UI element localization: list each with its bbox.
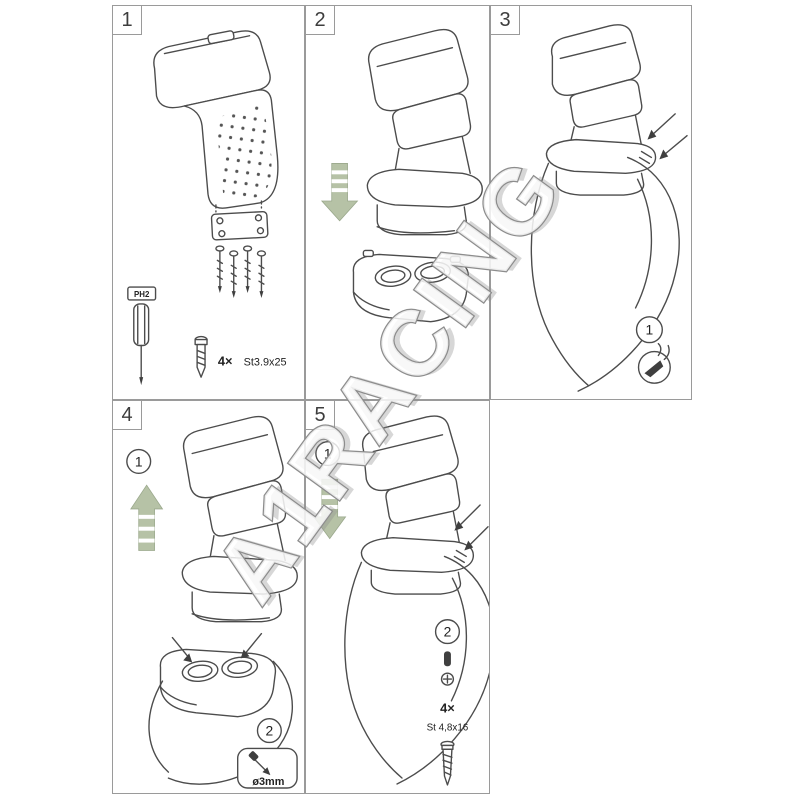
panel-1-drawing: PH2 4× St3.9x25 <box>127 30 287 386</box>
panel-number: 4 <box>121 403 133 426</box>
drill-size-label: ø3mm <box>252 776 284 788</box>
panel-number-box: 4 <box>113 401 142 430</box>
pointer-arrows <box>454 504 489 551</box>
up-arrow-icon <box>130 484 164 551</box>
step-2-badge: 2 <box>256 718 282 744</box>
panel-4-drawing: 1 <box>126 415 298 789</box>
panel-number-box: 2 <box>306 6 335 35</box>
quantity-label: 4× <box>218 353 233 368</box>
step-1-number: 1 <box>646 322 654 338</box>
mount-plate-drawing <box>210 210 269 241</box>
armrest-drawing <box>181 415 298 623</box>
step-2-number: 2 <box>266 723 274 739</box>
panel-number-box: 1 <box>113 6 142 35</box>
step-1-number: 1 <box>135 453 143 469</box>
armrest-drawing <box>366 28 483 236</box>
panel-number-box: 3 <box>491 6 520 35</box>
screw-spec-label: St3.9x25 <box>244 356 287 368</box>
screws-drawing <box>215 245 267 298</box>
screw-spec-label: St 4,8x16 <box>427 723 469 734</box>
panel-step-1: 1 <box>112 5 305 400</box>
panel-step-3: 3 <box>490 5 692 400</box>
pointer-arrows <box>647 113 688 160</box>
click-action-icon <box>637 342 671 384</box>
panel-number: 2 <box>314 8 326 31</box>
panel-number: 3 <box>499 8 511 31</box>
drill-callout: ø3mm <box>237 747 298 789</box>
panel-step-2: 2 <box>305 5 490 400</box>
step-1-badge: 1 <box>635 316 663 344</box>
console-bracket-drawing <box>159 648 277 718</box>
step-1-badge: 1 <box>126 448 152 474</box>
down-arrow-icon <box>320 163 359 222</box>
step-1-badge: 1 <box>315 441 341 467</box>
screw-bit-icon <box>440 651 455 686</box>
screw-icon <box>440 740 455 786</box>
screwdriver-drawing: PH2 <box>127 286 157 386</box>
panel-number: 1 <box>121 8 133 31</box>
panel-step-5: 5 1 <box>305 400 490 794</box>
panel-number: 5 <box>314 403 326 426</box>
screwdriver-label: PH2 <box>134 290 150 299</box>
panel-step-4: 4 1 <box>112 400 305 794</box>
pointer-arrows <box>171 632 263 663</box>
panel-2-drawing <box>320 28 483 323</box>
console-bracket-drawing <box>352 249 469 323</box>
screw-icon <box>194 335 208 378</box>
step-1-number: 1 <box>324 446 332 462</box>
step-2-badge: 2 <box>434 619 461 645</box>
armrest-drawing <box>153 30 279 213</box>
panel-5-drawing: 1 <box>313 415 489 786</box>
panel-number-box: 5 <box>306 401 335 430</box>
down-arrow-icon <box>313 478 347 540</box>
panel-3-drawing: 1 <box>530 24 688 392</box>
console-drawing <box>344 549 489 785</box>
armrest-drawing <box>360 415 475 595</box>
quantity-label: 4× <box>440 701 455 716</box>
console-drawing <box>530 150 680 392</box>
step-2-number: 2 <box>444 624 452 640</box>
armrest-drawing <box>545 24 657 196</box>
